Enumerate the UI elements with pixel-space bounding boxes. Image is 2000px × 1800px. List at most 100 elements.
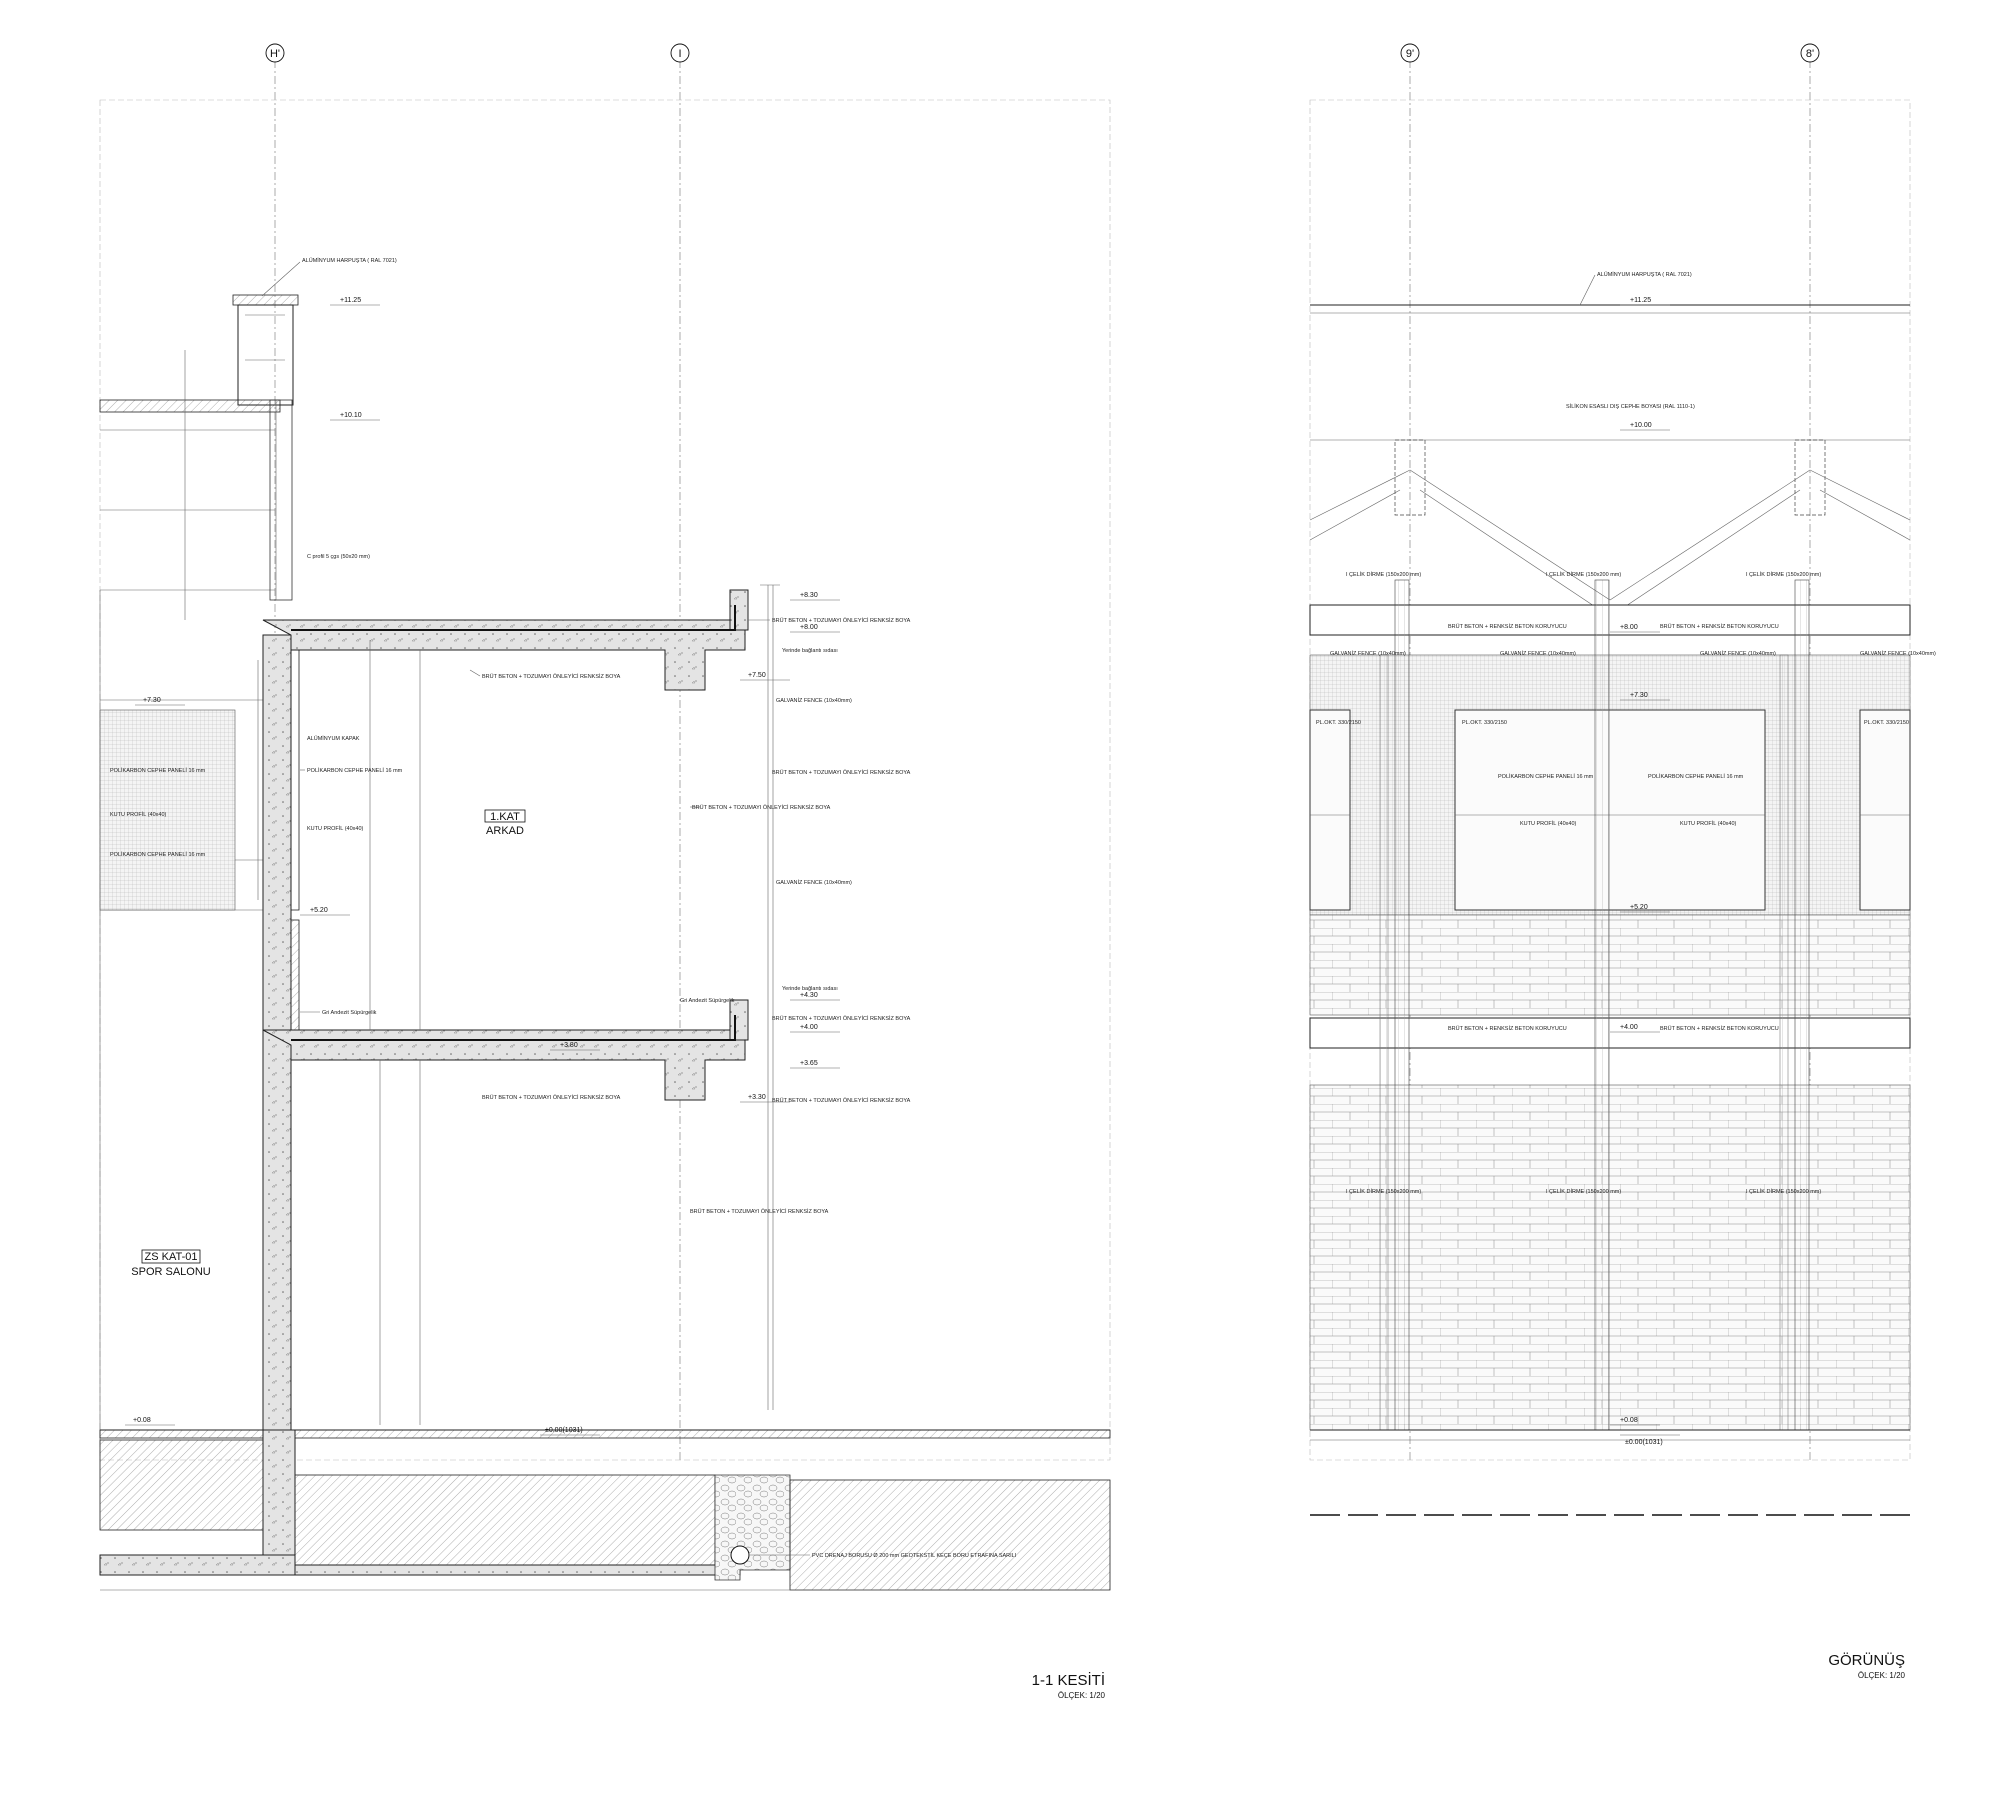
- elev-level-0-00: ±0.00(1031): [1625, 1439, 1663, 1446]
- note-supurgelik-2: Gri Andezit Süpürgelik: [680, 998, 735, 1004]
- level-8-00: +8.00: [800, 624, 818, 631]
- elev-note-kutu-1: KUTU PROFİL (40x40): [1520, 820, 1577, 827]
- note-kutu-profil-1: KUTU PROFİL (40x40): [307, 825, 364, 832]
- note-brut-beton-5: BRÜT BETON + TOZUMAYI ÖNLEYİCİ RENKSİZ B…: [772, 1015, 911, 1022]
- elev-note-plokt-1: PL.OKT. 330/2150: [1316, 720, 1361, 726]
- elevation-levels: +11.25 +10.00 +8.00 +7.30 +5.20 +4.00 +0…: [1610, 297, 1680, 1446]
- section-levels: +11.25 +10.10 +8.30 +8.00 +7.50 +7.30 +5…: [125, 297, 840, 1436]
- level-7-50: +7.50: [748, 672, 766, 679]
- elev-note-brut-2: BRÜT BETON + RENKSİZ BETON KORUYUCU: [1660, 623, 1779, 630]
- galvanized-fence: [760, 584, 780, 1410]
- axis-label-9: 9': [1406, 48, 1414, 60]
- elev-note-fence-2: GALVANİZ FENCE (10x40mm): [1500, 650, 1576, 657]
- elev-note-kutu-2: KUTU PROFİL (40x40): [1680, 820, 1737, 827]
- room-code-arkad: 1.KAT: [490, 811, 520, 823]
- elev-level-4-00: +4.00: [1620, 1024, 1638, 1031]
- steel-columns: [1379, 579, 1810, 1431]
- axis-label-8: 8': [1806, 48, 1814, 60]
- elevation-notes: ALÜMİNYUM HARPUŞTA ( RAL 7021) I ÇELİK D…: [1316, 271, 1936, 1195]
- elev-note-column-3: I ÇELİK DİRME (150x200 mm): [1746, 571, 1821, 578]
- level-0-08: +0.08: [133, 1417, 151, 1424]
- elev-note-plokt-2: PL.OKT. 330/2150: [1462, 720, 1507, 726]
- level-5-20: +5.20: [310, 907, 328, 914]
- elev-level-7-30: +7.30: [1630, 692, 1648, 699]
- elev-note-column-2: I ÇELİK DİRME (150x200 mm): [1546, 571, 1621, 578]
- note-fence-1: GALVANİZ FENCE (10x40mm): [776, 697, 852, 704]
- roof-truss: [1309, 439, 1911, 611]
- note-brut-beton-8: BRÜT BETON + TOZUMAYI ÖNLEYİCİ RENKSİZ B…: [690, 1208, 829, 1215]
- level-0-00: ±0.00(1031): [545, 1427, 583, 1434]
- elev-level-0-08: +0.08: [1620, 1417, 1638, 1424]
- level-8-30: +8.30: [800, 592, 818, 599]
- section-drawing: +11.25 +10.10 +8.30 +8.00 +7.50 +7.30 +5…: [99, 99, 1111, 1700]
- elev-note-brut-3: BRÜT BETON + RENKSİZ BETON KORUYUCU: [1448, 1025, 1567, 1032]
- note-brut-beton-6: BRÜT BETON + TOZUMAYI ÖNLEYİCİ RENKSİZ B…: [482, 1094, 621, 1101]
- level-11-25: +11.25: [340, 297, 361, 304]
- elevation-scale: ÖLÇEK: 1/20: [1858, 1671, 1906, 1680]
- note-baglanti-2: Yerinde bağlantı sıdası: [782, 986, 838, 992]
- note-harpusta: ALÜMİNYUM HARPUŞTA ( RAL 7021): [302, 257, 397, 264]
- note-c-profil: C profil 5 çgs (50x20 mm): [307, 554, 370, 560]
- elev-note-column-4: I ÇELİK DİRME (150x200 mm): [1346, 1188, 1421, 1195]
- note-polikarbon-3: POLİKARBON CEPHE PANELİ 16 mm: [110, 851, 206, 858]
- elevation-title: GÖRÜNÜŞ: [1828, 1651, 1905, 1669]
- elev-note-plokt-3: PL.OKT. 330/2150: [1864, 720, 1909, 726]
- note-drenaj: PVC DRENAJ BORUSU Ø 200 mm GEOTEKSTİL KE…: [812, 1552, 1017, 1559]
- room-name-spor-salonu: SPOR SALONU: [131, 1266, 211, 1278]
- elev-level-5-20: +5.20: [1630, 904, 1648, 911]
- axis-label-i: I: [678, 48, 681, 60]
- room-name-arkad: ARKAD: [486, 825, 524, 837]
- foundation: [99, 1429, 1111, 1591]
- axis-label-h: H': [270, 48, 280, 60]
- parapet: [232, 294, 299, 601]
- axis-bubble-8: 8': [1800, 43, 1820, 63]
- level-7-30: +7.30: [143, 697, 161, 704]
- elev-note-brut-1: BRÜT BETON + RENKSİZ BETON KORUYUCU: [1448, 623, 1567, 630]
- level-3-65: +3.65: [800, 1060, 818, 1067]
- section-title: 1-1 KESİTİ: [1032, 1671, 1105, 1689]
- axis-bubble-9: 9': [1400, 43, 1420, 63]
- note-brut-beton-2: BRÜT BETON + TOZUMAYI ÖNLEYİCİ RENKSİZ B…: [772, 617, 911, 624]
- elev-note-polikarbon-1: POLİKARBON CEPHE PANELİ 16 mm: [1498, 773, 1594, 780]
- elev-note-fence-3: GALVANİZ FENCE (10x40mm): [1700, 650, 1776, 657]
- note-fence-2: GALVANİZ FENCE (10x40mm): [776, 879, 852, 886]
- note-supurgelik-1: Gri Andezit Süpürgelik: [322, 1010, 377, 1016]
- level-4-30: +4.30: [800, 992, 818, 999]
- elev-note-fence-1: GALVANİZ FENCE (10x40mm): [1330, 650, 1406, 657]
- elev-note-column-1: I ÇELİK DİRME (150x200 mm): [1346, 571, 1421, 578]
- note-brut-beton-1: BRÜT BETON + TOZUMAYI ÖNLEYİCİ RENKSİZ B…: [482, 673, 621, 680]
- elev-note-column-6: I ÇELİK DİRME (150x200 mm): [1746, 1188, 1821, 1195]
- note-aluminyum-kapak: ALÜMİNYUM KAPAK: [307, 735, 360, 742]
- elev-note-brut-4: BRÜT BETON + RENKSİZ BETON KORUYUCU: [1660, 1025, 1779, 1032]
- section-scale: ÖLÇEK: 1/20: [1058, 1691, 1106, 1700]
- level-3-30: +3.30: [748, 1094, 766, 1101]
- note-baglanti-1: Yerinde bağlantı sıdası: [782, 648, 838, 654]
- elev-note-silikon: SİLİKON ESASLI DIŞ CEPHE BOYASI (RAL 111…: [1566, 403, 1695, 410]
- room-label-spor-salonu: ZS KAT-01 SPOR SALONU: [131, 1249, 211, 1278]
- level-4-00: +4.00: [800, 1024, 818, 1031]
- elev-level-10-00: +10.00: [1630, 422, 1652, 429]
- elev-note-polikarbon-2: POLİKARBON CEPHE PANELİ 16 mm: [1648, 773, 1744, 780]
- room-label-arkad: 1.KAT ARKAD: [484, 809, 526, 837]
- level-3-80: +3.80: [560, 1042, 578, 1049]
- elev-level-11-25: +11.25: [1630, 297, 1651, 304]
- elev-note-fence-4: GALVANİZ FENCE (10x40mm): [1860, 650, 1936, 657]
- drain-pipe-icon: [730, 1545, 750, 1565]
- note-brut-beton-7: BRÜT BETON + TOZUMAYI ÖNLEYİCİ RENKSİZ B…: [772, 1097, 911, 1104]
- room-code-spor-salonu: ZS KAT-01: [145, 1251, 198, 1263]
- note-kutu-profil-2: KUTU PROFİL (40x40): [110, 811, 167, 818]
- elev-note-column-5: I ÇELİK DİRME (150x200 mm): [1546, 1188, 1621, 1195]
- note-brut-beton-4: BRÜT BETON + TOZUMAYI ÖNLEYİCİ RENKSİZ B…: [772, 769, 911, 776]
- note-polikarbon-1: POLİKARBON CEPHE PANELİ 16 mm: [307, 767, 403, 774]
- axis-bubble-i: I: [670, 43, 690, 63]
- elev-level-8-00: +8.00: [1620, 624, 1638, 631]
- note-polikarbon-2: POLİKARBON CEPHE PANELİ 16 mm: [110, 767, 206, 774]
- section-notes: ALÜMİNYUM HARPUŞTA ( RAL 7021) BRÜT BETO…: [110, 257, 1017, 1559]
- axis-bubble-h: H': [265, 43, 285, 63]
- elev-note-harpusta: ALÜMİNYUM HARPUŞTA ( RAL 7021): [1597, 271, 1692, 278]
- adjacent-building: [99, 399, 281, 1440]
- elevation-drawing: +11.25 +10.00 +8.00 +7.30 +5.20 +4.00 +0…: [1309, 99, 1936, 1680]
- level-10-10: +10.10: [340, 412, 362, 419]
- note-brut-beton-3: BRÜT BETON + TOZUMAYI ÖNLEYİCİ RENKSİZ B…: [692, 804, 831, 811]
